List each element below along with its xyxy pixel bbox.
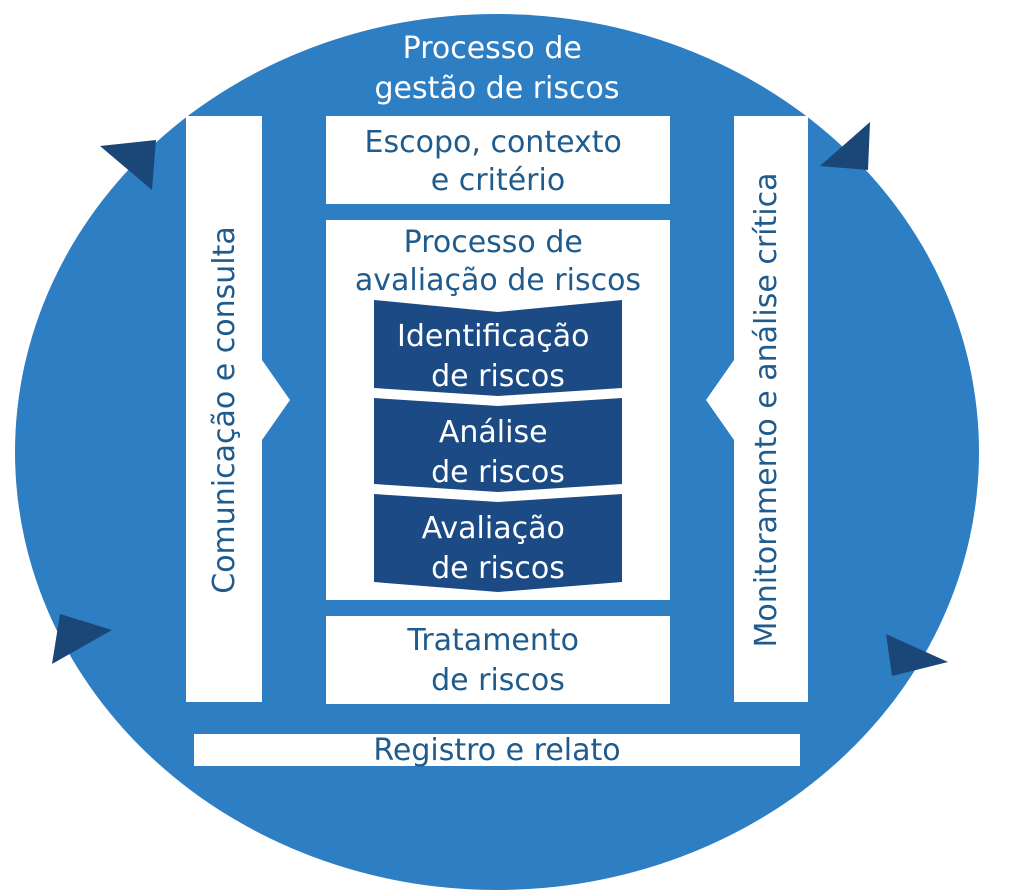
step-identification-label: Identificação de riscos [397, 319, 599, 394]
step-analysis [374, 398, 622, 492]
communication-label: Comunicação e consulta [207, 226, 242, 594]
monitoring-bar [706, 116, 808, 702]
step-evaluation [374, 494, 622, 592]
recording-bar [194, 734, 800, 766]
assessment-heading: Processo de avaliação de riscos [355, 225, 641, 298]
cycle-arrow-bottom-left [52, 614, 112, 664]
monitoring-label: Monitoramento e análise crítica [749, 173, 784, 648]
step-evaluation-label: Avaliação de riscos [422, 511, 575, 586]
scope-box [326, 116, 670, 204]
diagram-title: Processo de gestão de riscos [375, 31, 620, 106]
recording-label: Registro e relato [373, 733, 620, 768]
cycle-arrow-top-right [820, 122, 870, 170]
step-analysis-label: Análise de riscos [431, 415, 565, 490]
step-identification [374, 300, 622, 396]
scope-label: Escopo, contexto e critério [365, 125, 632, 198]
treatment-label: Tratamento de riscos [406, 623, 588, 698]
communication-bar [186, 116, 290, 702]
cycle-arrow-top-left [100, 140, 156, 190]
cycle-arrow-bottom-right [886, 634, 948, 676]
treatment-box [326, 616, 670, 704]
